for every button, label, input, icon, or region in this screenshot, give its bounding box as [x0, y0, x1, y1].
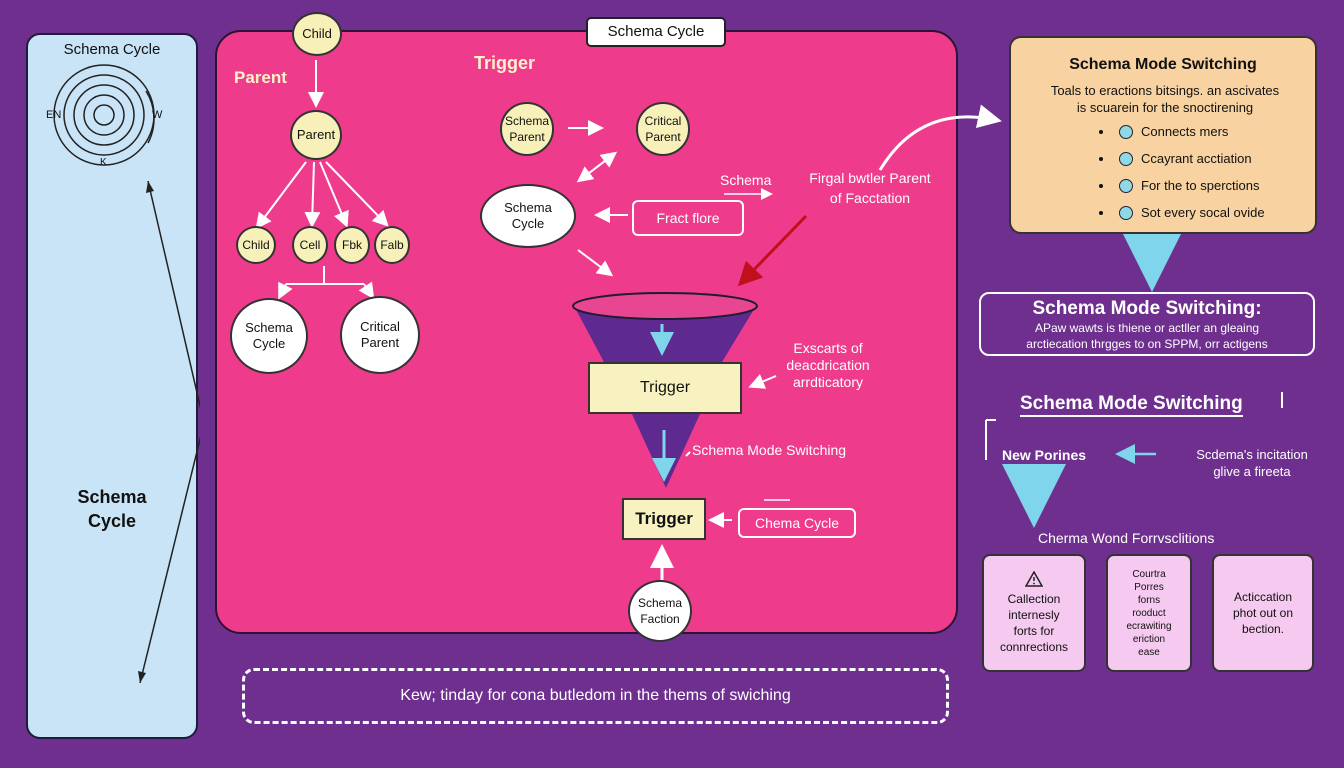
mode-switching-heading: Schema Mode Switching: [1020, 393, 1243, 417]
mode-switching-box: Schema Mode Switching: APaw wawts is thi…: [979, 292, 1315, 356]
box-title: Schema Mode Switching:: [1032, 298, 1262, 319]
schema-cycle-tab[interactable]: Schema Cycle: [586, 17, 726, 47]
tree-root-node[interactable]: Child: [292, 12, 342, 56]
chema-cycle-box[interactable]: Chema Cycle: [738, 508, 856, 538]
card-subtitle: Toals to eractions bitsings. an ascivate…: [1050, 83, 1280, 115]
warning-icon: [1025, 571, 1043, 587]
card-list-item: Connects mers: [1099, 124, 1228, 139]
card-title: Schema Mode Switching: [1069, 56, 1257, 73]
excerpt-label: Exscarts of deacdrication arrdticatory: [786, 340, 870, 390]
formations-subheading: Cherma Wond Forrvsclitions: [1038, 530, 1215, 546]
bottom-trigger-box[interactable]: Trigger: [622, 498, 706, 540]
funnel-trigger-box[interactable]: Trigger: [588, 362, 742, 414]
tree-parent-node[interactable]: Parent: [290, 110, 342, 160]
tree-child-node[interactable]: Falb: [374, 226, 410, 264]
ring-label-bottom: K: [100, 157, 107, 168]
schema-cycle-node[interactable]: Schema Cycle: [230, 298, 308, 374]
left-panel: Schema Cycle EN W K Schema Cycle: [26, 33, 200, 739]
left-panel-title: Schema Cycle: [63, 41, 161, 58]
critical-parent-flow-node[interactable]: Critical Parent: [636, 102, 690, 156]
circle-icon: [1119, 178, 1133, 193]
card-list-item: Ccayrant acctiation: [1099, 151, 1252, 166]
new-porines-label: New Porines: [1002, 447, 1087, 463]
tree-child-node[interactable]: Child: [236, 226, 276, 264]
circle-icon: [1119, 124, 1133, 139]
critical-parent-node[interactable]: Critical Parent: [340, 296, 420, 374]
courtra-card[interactable]: Courtra Porres forns rooduct ecrawiting …: [1106, 554, 1192, 672]
tree-child-node[interactable]: Cell: [292, 226, 328, 264]
parent-facctation-label: Firgal bwtler Parent of Facctation: [809, 170, 931, 206]
box-text: APaw wawts is thiene or actller an gleai…: [1026, 321, 1268, 351]
schema-cycle-flow-node[interactable]: Schema Cycle: [480, 184, 576, 248]
footer-dashed-box: Kew; tinday for cona butledom in the the…: [242, 668, 949, 724]
circle-icon: [1119, 205, 1133, 220]
switching-label: Schema Mode Switching: [692, 442, 847, 458]
incitation-note: Scdema's incitation glive a fireeta: [1196, 447, 1308, 479]
fract-flore-box[interactable]: Fract flore: [632, 200, 744, 236]
schema-parent-node[interactable]: Schema Parent: [500, 102, 554, 156]
trigger-heading: Trigger: [474, 53, 536, 73]
schema-faction-node[interactable]: Schema Faction: [628, 580, 692, 642]
card-list-item: Sot every socal ovide: [1099, 205, 1265, 220]
schema-small-label: Schema: [720, 172, 772, 188]
activation-card[interactable]: Acticcation phot out on bection.: [1212, 554, 1314, 672]
ring-label-left: EN: [46, 109, 62, 121]
concentric-rings-icon: [53, 64, 200, 684]
card-list-item: For the to sperctions: [1099, 178, 1260, 193]
tree-child-node[interactable]: Fbk: [334, 226, 370, 264]
tree-top-label: Parent: [234, 68, 287, 87]
mode-switching-card: Schema Mode Switching Toals to eractions…: [1009, 36, 1317, 234]
collection-card[interactable]: Callection internesly forts for connrect…: [982, 554, 1086, 672]
schema-cycle-label: Schema Cycle: [77, 487, 147, 531]
ring-label-right: W: [152, 109, 163, 121]
circle-icon: [1119, 151, 1133, 166]
